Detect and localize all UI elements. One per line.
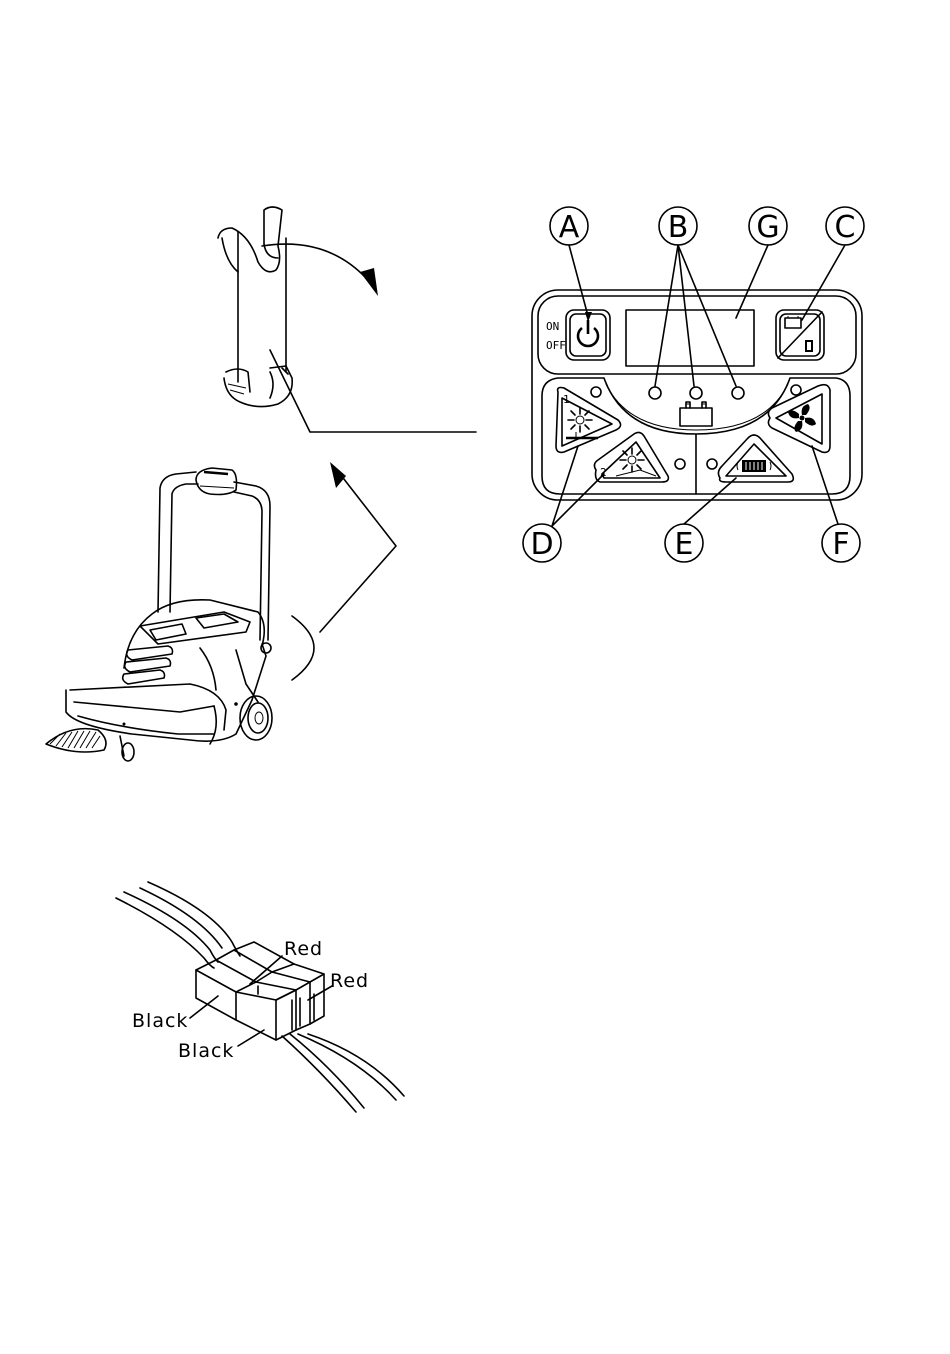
- svg-text:B: B: [668, 210, 689, 245]
- svg-text:F: F: [832, 527, 849, 562]
- brush-mode-1-number: 1: [563, 393, 570, 406]
- power-on-label: ON: [546, 320, 559, 333]
- fan-button[interactable]: [768, 385, 830, 453]
- holder-leader-line: [270, 350, 476, 432]
- svg-text:C: C: [835, 210, 856, 245]
- handle-swing-arc: [292, 616, 314, 680]
- black-wire-label-lower: Black: [178, 1040, 234, 1062]
- filter-shaker-button[interactable]: [718, 435, 793, 482]
- filter-shaker-icon: [737, 460, 771, 472]
- brush-mode-2-led: [675, 459, 685, 469]
- red-wire-label-right: Red: [330, 970, 369, 992]
- callout-c: C: [826, 207, 864, 245]
- svg-text:D: D: [530, 527, 553, 562]
- callout-leaders: [552, 245, 845, 526]
- filter-shaker-led: [707, 459, 717, 469]
- brush-mode-1-led: [591, 387, 601, 397]
- callout-d: D: [523, 524, 561, 562]
- side-brush-icon: [566, 408, 598, 438]
- control-panel: ON OFF: [532, 290, 862, 500]
- callout-f: F: [822, 524, 860, 562]
- brush-mode-1-button[interactable]: 1: [556, 388, 621, 453]
- side-brush: [46, 729, 106, 752]
- battery-icon: [680, 402, 712, 426]
- fan-led: [791, 385, 801, 395]
- red-wire-label-upper: Red: [284, 938, 323, 960]
- indicator-led-3: [732, 387, 744, 399]
- hourglass-icon: [805, 340, 813, 352]
- panel-leader-line: [320, 474, 396, 632]
- sweeper-machine: [46, 468, 272, 761]
- callout-a: A: [550, 207, 588, 245]
- svg-text:E: E: [675, 527, 694, 562]
- indicator-led-2: [690, 387, 702, 399]
- wire-connector-diagram: [116, 882, 404, 1112]
- callout-g: G: [749, 207, 787, 245]
- brush-mode-2-button[interactable]: 2: [594, 432, 668, 482]
- power-off-label: OFF: [546, 339, 566, 352]
- rotation-arrowhead: [360, 268, 378, 296]
- rotation-arrow: [262, 244, 366, 278]
- panel-holder-bracket: [218, 207, 292, 407]
- black-wire-label-left: Black: [132, 1010, 188, 1032]
- callout-b: B: [659, 207, 697, 245]
- svg-text:G: G: [756, 210, 779, 245]
- callout-e: E: [665, 524, 703, 562]
- battery-hourmeter-button[interactable]: [776, 310, 824, 360]
- power-icon: [578, 320, 598, 346]
- battery-icon: [785, 316, 801, 328]
- indicator-led-1: [649, 387, 661, 399]
- svg-text:A: A: [559, 210, 580, 245]
- panel-leader-arrowhead: [330, 462, 346, 488]
